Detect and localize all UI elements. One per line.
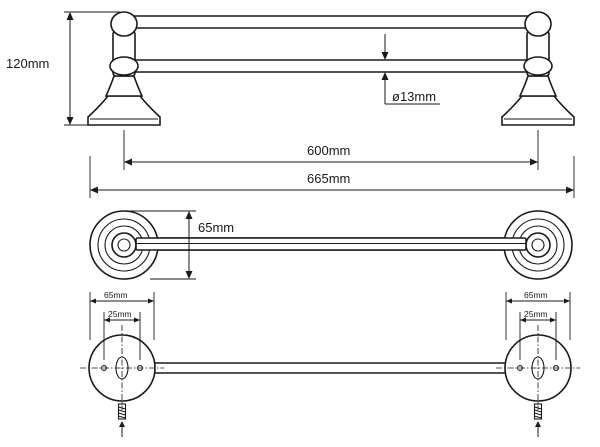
left-screw-icon [117, 403, 127, 437]
right-base-plate [496, 325, 580, 410]
rod-diameter-dimension: ø13mm [381, 34, 440, 105]
right-base-dimensions: 65mm 25mm [505, 290, 571, 360]
front-view: 120mm ø13mm 600mm 665mm [6, 11, 575, 198]
right-bracket [501, 11, 575, 126]
rear-view: 65mm 25mm 65mm 25mm [80, 290, 580, 437]
base-depth-dimension: 65mm [124, 210, 234, 280]
inner-length-label: 600mm [307, 143, 350, 158]
left-base-label: 65mm [104, 290, 128, 300]
inner-length-dimension: 600mm [123, 130, 539, 170]
right-screw-icon [533, 403, 543, 437]
right-base-label: 65mm [524, 290, 548, 300]
left-base-plate [80, 325, 164, 410]
overall-length-label: 665mm [307, 171, 350, 186]
rod-diameter-label: ø13mm [392, 89, 436, 104]
lower-rod [127, 59, 533, 73]
left-bracket [87, 11, 161, 126]
left-base-dimensions: 65mm 25mm [89, 290, 155, 360]
overall-length-dimension: 665mm [89, 156, 575, 198]
rear-rod [149, 362, 511, 374]
base-depth-label: 65mm [198, 220, 234, 235]
left-holes-label: 25mm [108, 309, 132, 319]
top-view: 65mm [89, 210, 573, 280]
height-dimension: 120mm [6, 11, 120, 126]
upper-rod [127, 15, 533, 29]
height-label: 120mm [6, 56, 49, 71]
right-rosette [503, 210, 573, 280]
right-holes-label: 25mm [524, 309, 548, 319]
